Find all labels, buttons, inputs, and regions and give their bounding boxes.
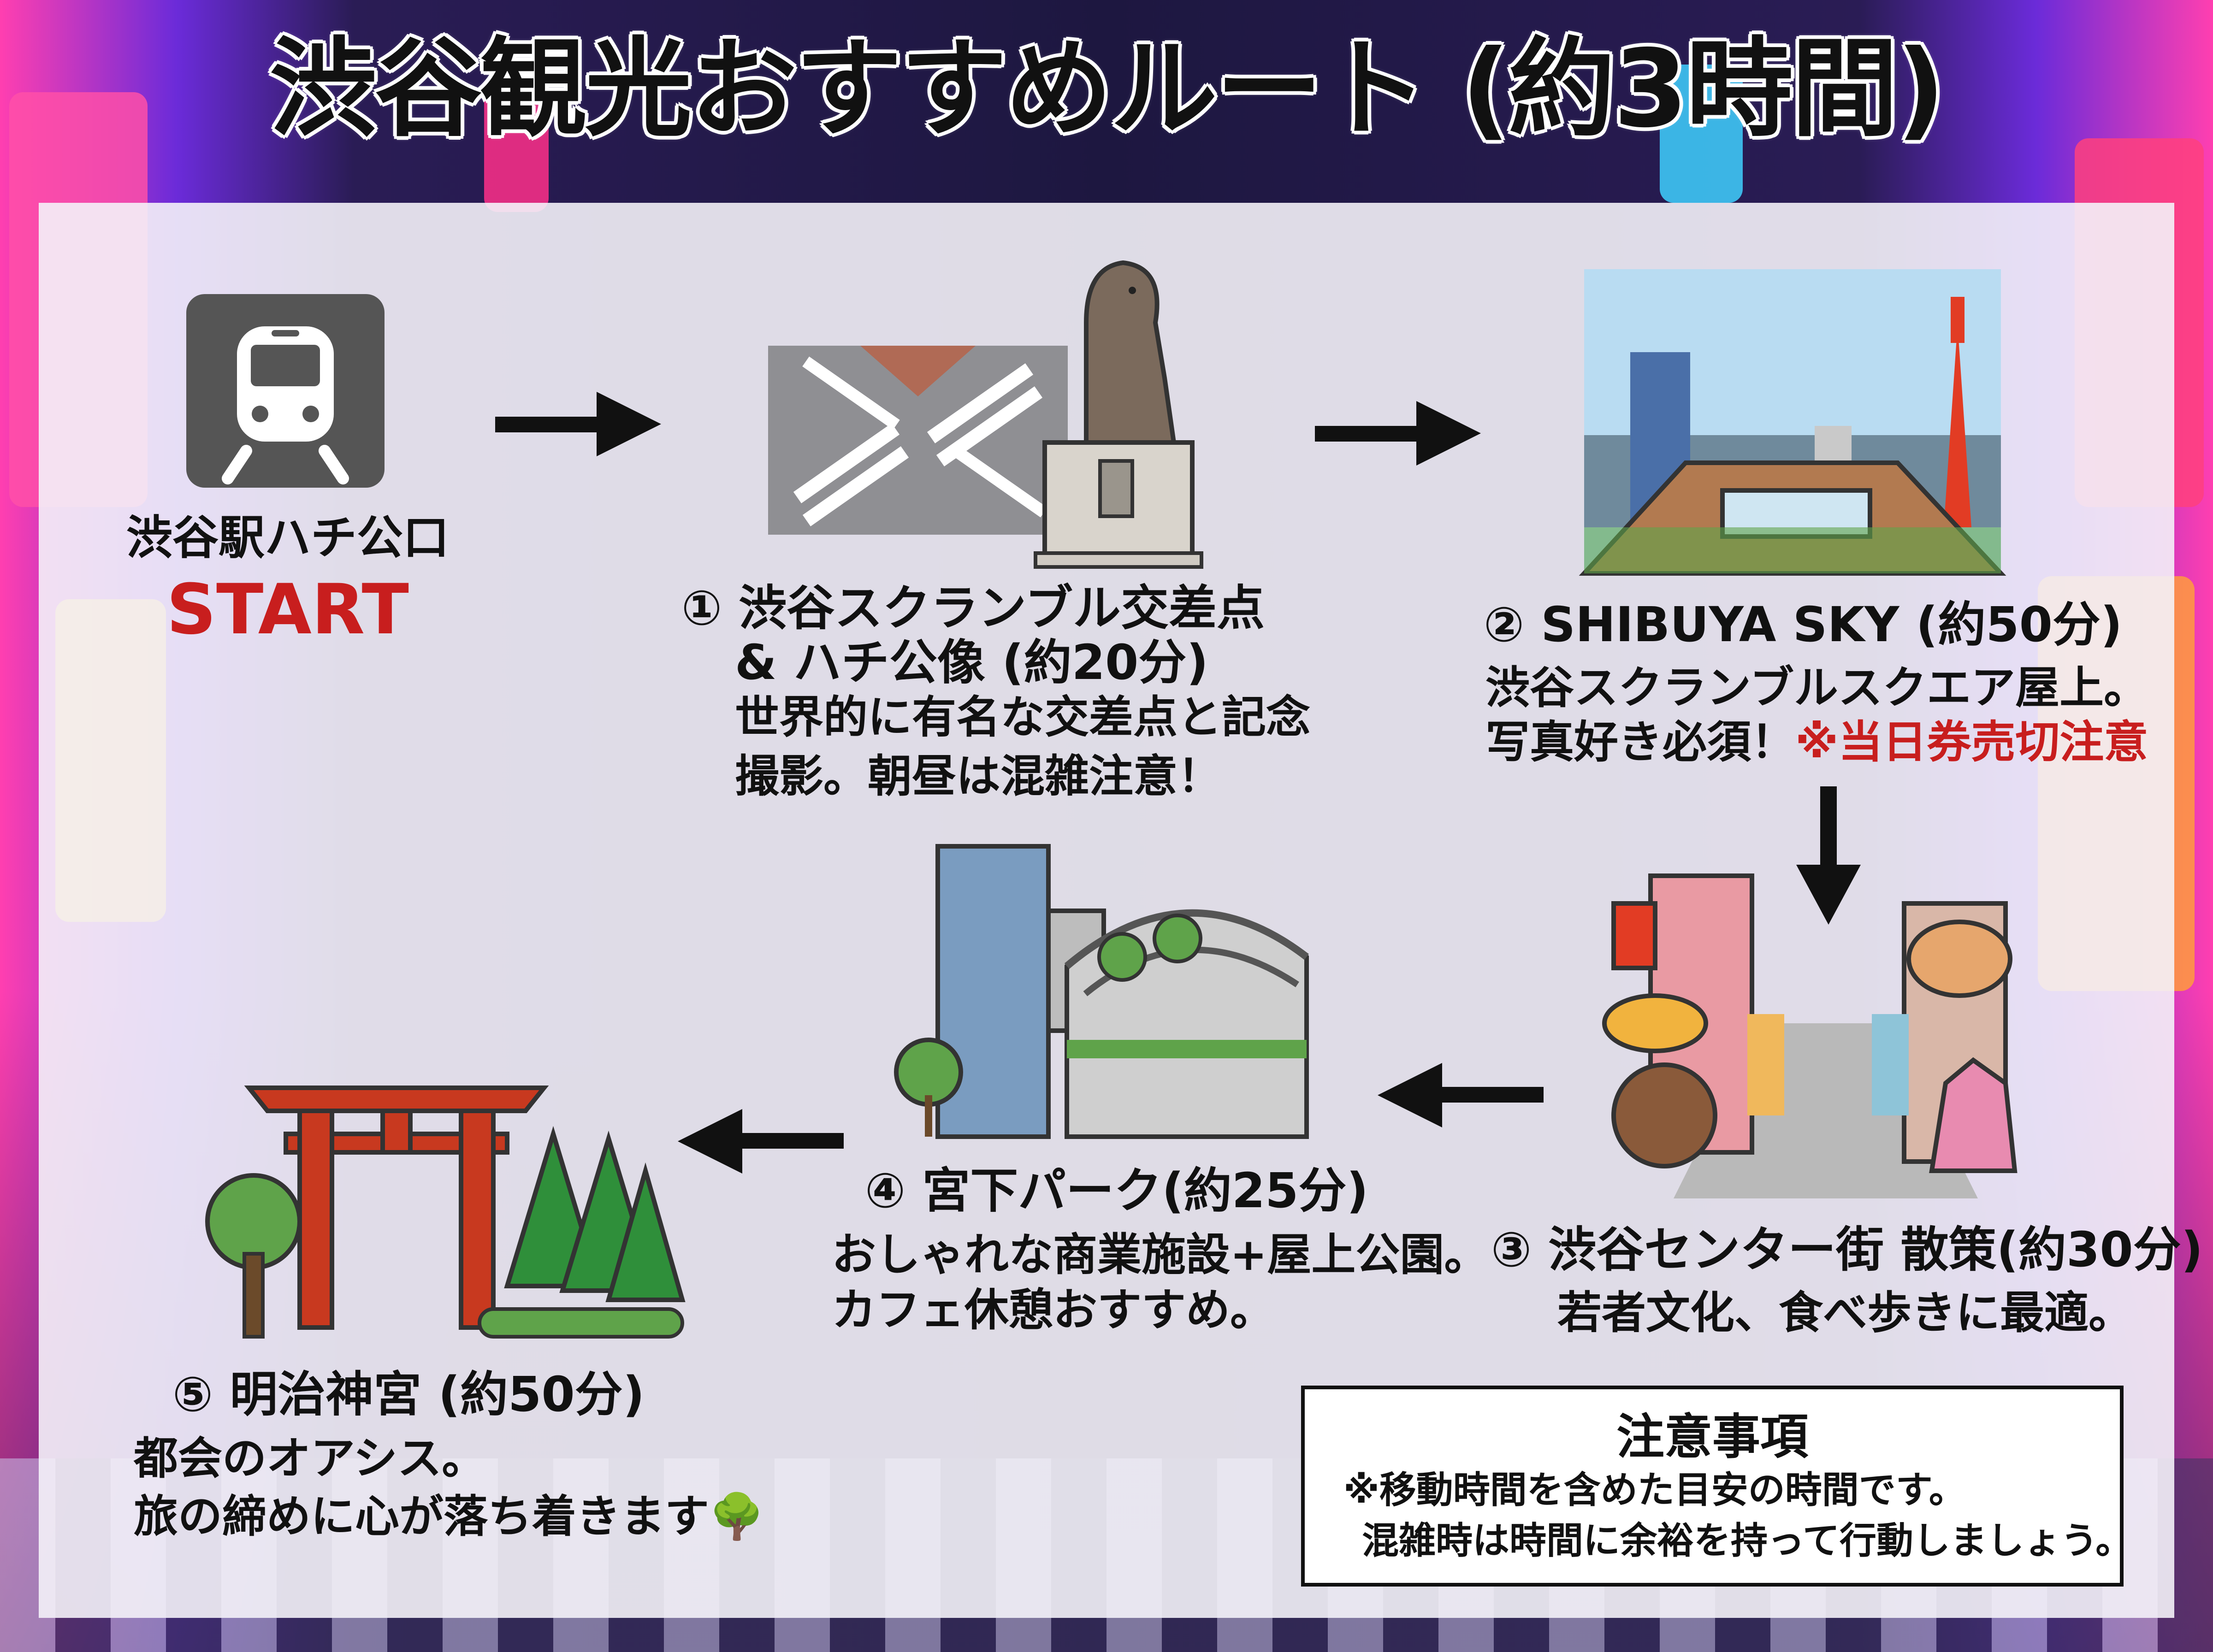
- notice-title: 注意事項: [1616, 1409, 1808, 1465]
- stop4-desc-line2: カフェ休憩おすすめ。: [832, 1284, 1274, 1336]
- crossing-hachiko-icon: [768, 260, 1203, 569]
- stop2-heading: ② SHIBUYA SKY (約50分): [1484, 596, 2123, 653]
- stop5-desc-line1: 都会のオアシス。: [134, 1433, 486, 1484]
- stop5-heading: ⑤ 明治神宮 (約50分): [172, 1366, 645, 1422]
- page-title: 渋谷観光おすすめルート (約3時間): [269, 27, 1945, 151]
- stop4-heading: ④ 宮下パーク(約25分): [865, 1162, 1369, 1219]
- arrow-left-icon: [678, 1109, 844, 1174]
- arrow-down-icon: [1796, 786, 1861, 925]
- stop5-desc-line2: 旅の締めに心が落ち着きます🌳: [134, 1491, 764, 1542]
- notice-line2: 混雑時は時間に余裕を持って行動しましょう。: [1362, 1519, 2133, 1562]
- start-label: START: [166, 570, 409, 650]
- stop2-warning: ※当日券売切注意: [1795, 716, 2148, 768]
- stop2-desc-line2: 写真好き必須！※当日券売切注意: [1485, 715, 2148, 769]
- notice-box: 注意事項 ※移動時間を含めた目安の時間です。 混雑時は時間に余裕を持って行動しま…: [1301, 1386, 2132, 1587]
- train-icon: [186, 294, 385, 488]
- center-gai-icon: [1602, 873, 2018, 1198]
- stop1-heading-line1: ① 渋谷スクランブル交差点: [681, 580, 1265, 636]
- meiji-jingu-icon: [205, 1086, 686, 1339]
- stop3-heading: ③ 渋谷センター街 散策(約30分): [1491, 1221, 2203, 1278]
- arrow-right-icon: [495, 392, 661, 456]
- stop2-desc-line1: 渋谷スクランブルスクエア屋上。: [1485, 662, 2148, 714]
- stop4-desc-line1: おしゃれな商業施設+屋上公園。: [832, 1229, 1489, 1280]
- stop1-desc-line2: 撮影。朝昼は混雑注意！: [735, 750, 1222, 802]
- stop1-desc-line1: 世界的に有名な交差点と記念: [735, 691, 1310, 743]
- stop1-heading-line2: & ハチ公像 (約20分): [735, 634, 1208, 690]
- start-station: 渋谷駅ハチ公口: [126, 511, 449, 565]
- miyashita-park-icon: [894, 844, 1309, 1139]
- title-banner: 渋谷観光おすすめルート (約3時間): [0, 28, 2213, 151]
- notice-line1: ※移動時間を含めた目安の時間です。: [1343, 1469, 1966, 1511]
- stop2-desc-text: 写真好き必須！: [1485, 716, 1795, 768]
- arrow-left-icon: [1378, 1063, 1544, 1127]
- arrow-right-icon: [1315, 401, 1481, 466]
- stop3-desc-line1: 若者文化、食べ歩きに最適。: [1557, 1287, 2133, 1339]
- shibuya-sky-icon: [1579, 269, 2006, 576]
